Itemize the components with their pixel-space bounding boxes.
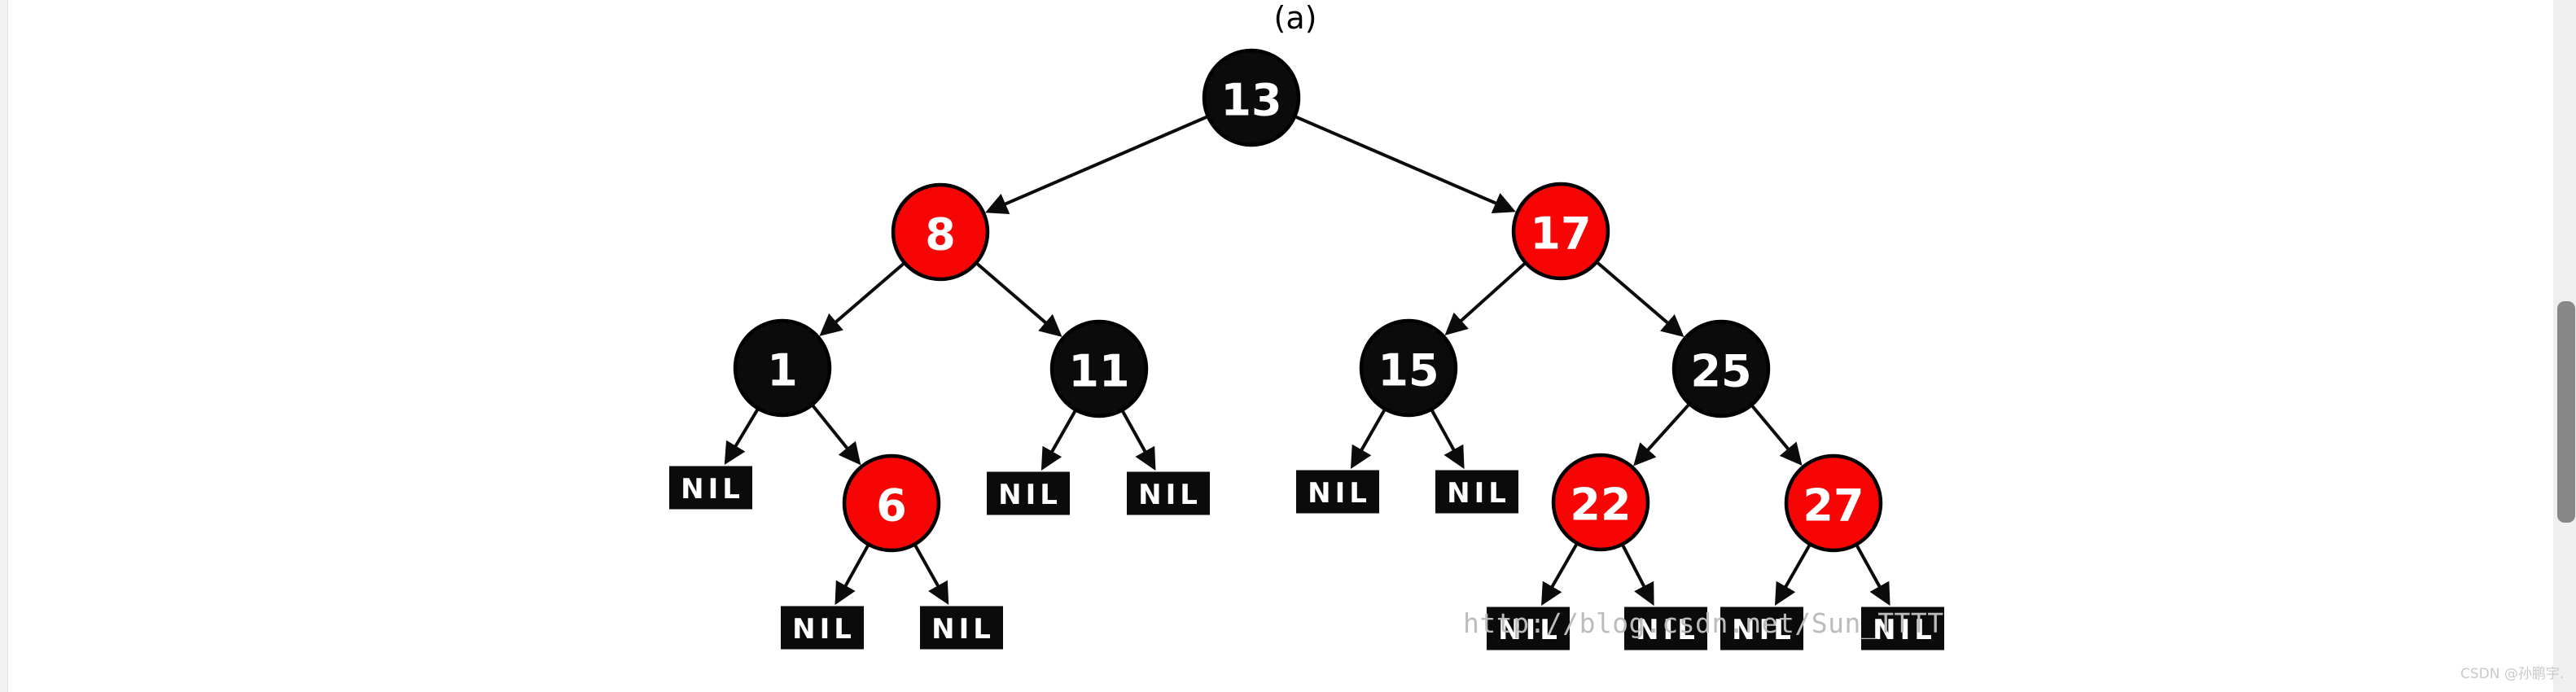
tree-node-6: 6 <box>842 453 941 553</box>
nil-box <box>1720 607 1803 650</box>
edge-25-27 <box>1750 404 1803 466</box>
node-circle-black <box>1359 318 1458 418</box>
edge-22-nil-22L <box>1541 543 1579 607</box>
nil-leaf-nil-22R: NIL <box>1624 607 1707 650</box>
edge-13-8 <box>985 115 1208 214</box>
nil-label: NIL <box>792 613 856 646</box>
node-key-label: 1 <box>767 345 798 396</box>
node-circle-black <box>733 318 832 418</box>
nil-box <box>669 466 752 510</box>
nil-label: NIL <box>1636 614 1699 646</box>
node-key-label: 15 <box>1378 345 1439 396</box>
nil-box <box>781 606 864 650</box>
blog-url-watermark: http://blog.csdn.net/Sun_TTTT <box>1463 607 1944 639</box>
nil-box <box>1435 470 1518 514</box>
scrollbar-thumb[interactable] <box>2557 301 2575 523</box>
left-margin-strip <box>0 0 8 692</box>
node-key-label: 17 <box>1530 208 1591 260</box>
nil-leaf-nil-15R: NIL <box>1435 470 1518 514</box>
nil-leaf-nil-6L: NIL <box>781 606 864 650</box>
edge-17-15 <box>1444 261 1527 335</box>
node-key-label: 8 <box>925 209 956 261</box>
node-key-label: 22 <box>1570 480 1631 531</box>
nil-leaf-nil-27R: NIL <box>1861 607 1944 650</box>
nil-leaf-nil-1L: NIL <box>669 466 752 510</box>
nil-box <box>1127 471 1210 515</box>
edge-17-25 <box>1596 261 1684 337</box>
node-key-label: 25 <box>1690 346 1751 397</box>
node-circle-black <box>1049 319 1149 418</box>
nil-leaf-nil-11R: NIL <box>1127 471 1210 515</box>
tree-node-15: 15 <box>1359 318 1458 418</box>
nil-box <box>987 471 1070 515</box>
node-circle-red <box>1511 182 1610 281</box>
nil-label: NIL <box>1447 477 1510 510</box>
edge-8-11 <box>975 261 1062 337</box>
edge-27-nil-27L <box>1774 544 1812 607</box>
nil-label: NIL <box>1873 614 1936 646</box>
nil-label: NIL <box>1138 479 1202 511</box>
nil-leaf-nil-27L: NIL <box>1720 607 1803 650</box>
node-circle-red <box>1784 453 1883 553</box>
edge-6-nil-6R <box>913 544 949 606</box>
edge-22-nil-22R <box>1621 544 1654 607</box>
tree-node-25: 25 <box>1671 319 1771 418</box>
tree-node-13: 13 <box>1202 48 1301 147</box>
nil-label: NIL <box>1498 614 1562 646</box>
node-circle-black <box>1671 319 1771 418</box>
figure-caption: (a) <box>1273 0 1317 36</box>
nil-label: NIL <box>998 479 1062 511</box>
node-circle-black <box>1202 48 1301 147</box>
nil-leaf-nil-11L: NIL <box>987 471 1070 515</box>
node-key-label: 6 <box>876 480 907 532</box>
edge-27-nil-27R <box>1855 544 1890 607</box>
nil-label: NIL <box>1732 614 1795 646</box>
tree-node-8: 8 <box>891 182 990 282</box>
node-key-label: 13 <box>1220 75 1281 126</box>
scrollbar-track[interactable] <box>2553 0 2576 692</box>
edge-11-nil-11L <box>1040 410 1077 471</box>
node-key-label: 27 <box>1803 480 1864 532</box>
tree-node-17: 17 <box>1511 182 1610 281</box>
nil-leaf-nil-15L: NIL <box>1296 470 1379 514</box>
edge-25-22 <box>1633 403 1690 466</box>
tree-node-11: 11 <box>1049 319 1149 418</box>
edge-8-1 <box>819 261 905 336</box>
csdn-author-watermark: CSDN @孙鹏宇. <box>2460 666 2565 682</box>
nil-box <box>1624 607 1707 650</box>
nil-label: NIL <box>681 473 744 506</box>
nil-label: NIL <box>931 613 995 646</box>
nil-leaf-nil-6R: NIL <box>920 606 1003 650</box>
edge-1-6 <box>811 404 861 466</box>
tree-node-1: 1 <box>733 318 832 418</box>
edge-13-17 <box>1295 115 1516 213</box>
node-circle-red <box>1551 453 1650 552</box>
nil-box <box>920 606 1003 650</box>
nil-label: NIL <box>1308 477 1371 510</box>
tree-node-22: 22 <box>1551 453 1650 552</box>
node-circle-red <box>891 182 990 282</box>
edge-1-nil-1L <box>724 408 760 466</box>
nil-leaf-nil-22L: NIL <box>1487 607 1570 650</box>
node-circle-red <box>842 453 941 553</box>
tree-node-27: 27 <box>1784 453 1883 553</box>
edge-6-nil-6L <box>835 544 870 606</box>
nil-box <box>1487 607 1570 650</box>
nil-box <box>1861 607 1944 650</box>
node-key-label: 11 <box>1068 346 1129 397</box>
nil-box <box>1296 470 1379 514</box>
edge-15-nil-15L <box>1351 409 1387 470</box>
edge-15-nil-15R <box>1430 409 1465 470</box>
edge-11-nil-11R <box>1120 410 1156 471</box>
